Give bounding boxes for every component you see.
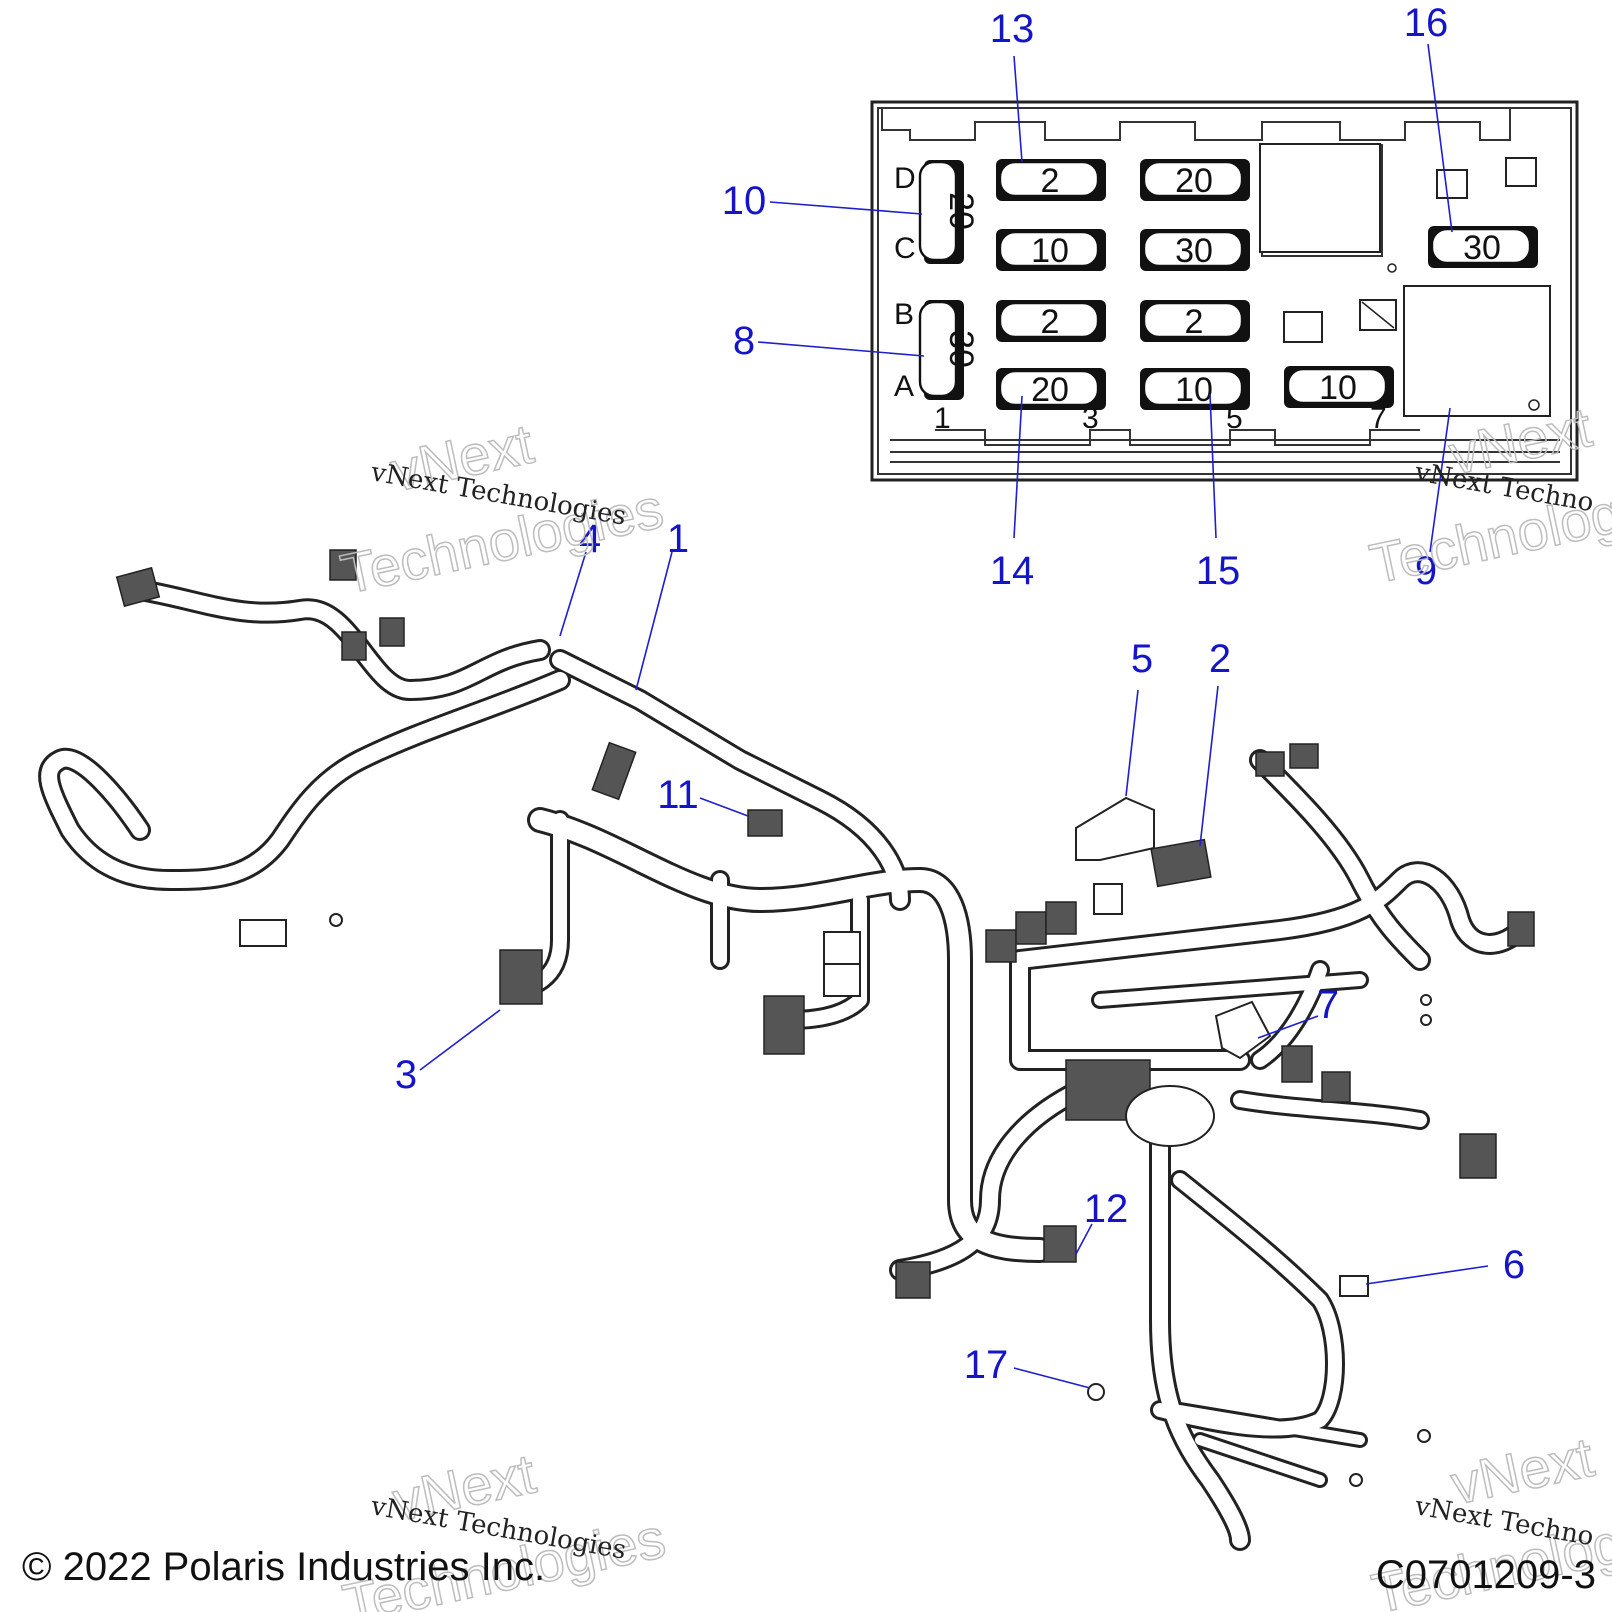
column-number-3: 3 — [1082, 402, 1099, 435]
connector-far-right — [1507, 911, 1535, 947]
connector-top-mid — [329, 549, 357, 581]
connector-12 — [1043, 1225, 1077, 1263]
connector-right-a — [1255, 751, 1285, 777]
fuse-c9: 30 — [1428, 226, 1538, 268]
connector-right-d — [1321, 1071, 1351, 1103]
square-socket-1 — [1436, 169, 1468, 199]
column-number-7: 7 — [1370, 402, 1387, 435]
fuse-side-ab-label: 30 — [942, 330, 980, 368]
relay-lower — [1403, 285, 1551, 417]
fuse-b5-label: 2 — [1185, 303, 1204, 341]
harness-main — [38, 549, 1535, 1551]
diagnostic-connector — [591, 741, 637, 801]
row-label-c: C — [894, 232, 916, 265]
row-label-d: D — [894, 162, 916, 195]
fuse-b3: 2 — [996, 300, 1106, 342]
connector-right-b — [1289, 743, 1319, 769]
fuse-c5: 30 — [1140, 229, 1250, 271]
copyright-text: © 2022 Polaris Industries Inc. — [22, 1545, 545, 1589]
fuse-label-decal — [1150, 838, 1212, 888]
fuse-d5: 20 — [1140, 159, 1250, 201]
callout-13: 13 — [990, 7, 1035, 51]
callout-6: 6 — [1503, 1243, 1525, 1287]
ring-terminal-1 — [329, 913, 343, 927]
relay-7 — [1214, 1000, 1272, 1060]
callout-17: 17 — [964, 1343, 1009, 1387]
callout-10: 10 — [722, 179, 767, 223]
ground-bracket-left — [239, 919, 287, 947]
fuse-box-cover — [1075, 796, 1155, 861]
relay-upper — [1259, 143, 1397, 273]
fuse-c9-label: 30 — [1463, 229, 1501, 267]
diagram-code: C0701209-3 — [1376, 1553, 1596, 1597]
relay-connector-11 — [747, 809, 783, 837]
fuse-side-cd: 20 — [918, 160, 980, 264]
clip-17 — [1087, 1383, 1105, 1401]
fuse-d3: 2 — [996, 159, 1106, 201]
callout-8: 8 — [733, 319, 755, 363]
connector-6 — [1339, 1275, 1369, 1297]
column-number-1: 1 — [934, 402, 951, 435]
callout-5: 5 — [1131, 637, 1153, 681]
ring-terminal-4 — [1420, 994, 1432, 1006]
fuse-side-ab: 30 — [918, 300, 980, 400]
connector-plug-b — [379, 617, 405, 647]
fuse-c5-label: 30 — [1175, 232, 1213, 270]
callout-14: 14 — [990, 549, 1035, 593]
ring-terminal-5 — [1420, 1014, 1432, 1026]
callout-16: 16 — [1404, 1, 1449, 45]
row-label-a: A — [894, 370, 914, 403]
fuse-d3-label: 2 — [1041, 162, 1060, 200]
connector-mid-b — [823, 963, 861, 997]
connector-plug-top — [1093, 883, 1123, 915]
square-socket-2 — [1505, 157, 1537, 187]
ring-terminal-2 — [1417, 1429, 1431, 1443]
fuse-side-cd-label: 20 — [942, 192, 980, 230]
connector-cluster-1 — [985, 929, 1017, 963]
fuse-a3-label: 20 — [1031, 371, 1069, 409]
callout-12: 12 — [1084, 1187, 1129, 1231]
fuse-c3-label: 10 — [1031, 232, 1069, 270]
connector-cluster-2 — [1015, 911, 1047, 945]
fuse-a5: 10 — [1140, 368, 1250, 410]
callout-9: 9 — [1415, 549, 1437, 593]
fuse-b5: 2 — [1140, 300, 1250, 342]
fuse-box: D C B A 1 3 5 7 20 30 2 20 — [870, 100, 1579, 482]
fuse-a3: 20 — [996, 368, 1106, 410]
callout-1: 1 — [667, 517, 689, 561]
multi-pin-connector — [763, 995, 805, 1055]
row-label-b: B — [894, 298, 914, 331]
connector-right-c — [1281, 1045, 1313, 1083]
ecu-connector — [499, 949, 543, 1005]
connector-right-e — [1459, 1133, 1497, 1179]
connector-mid-a — [823, 931, 861, 965]
callout-leaders — [419, 43, 1489, 1389]
connector-bottom-left — [895, 1261, 931, 1299]
fuse-a7: 10 — [1284, 366, 1394, 408]
grommet — [1125, 1085, 1215, 1147]
connector-plug-a — [341, 631, 367, 661]
callout-2: 2 — [1209, 637, 1231, 681]
fuse-c3: 10 — [996, 229, 1106, 271]
callout-labels: 13 16 10 8 14 15 9 4 1 5 2 11 3 7 12 6 1… — [395, 1, 1525, 1387]
fuse-b3-label: 2 — [1041, 303, 1060, 341]
callout-7: 7 — [1317, 983, 1339, 1027]
fuse-a7-label: 10 — [1319, 369, 1357, 407]
callout-3: 3 — [395, 1053, 417, 1097]
fuse-a5-label: 10 — [1175, 371, 1213, 409]
fuse-d5-label: 20 — [1175, 162, 1213, 200]
callout-11: 11 — [657, 773, 699, 817]
connector-cluster-3 — [1045, 901, 1077, 935]
callout-4: 4 — [579, 517, 601, 561]
column-number-5: 5 — [1226, 402, 1243, 435]
square-socket-3 — [1283, 311, 1323, 343]
ring-terminal-3 — [1349, 1473, 1363, 1487]
callout-15: 15 — [1196, 549, 1241, 593]
connector-top-left — [115, 566, 161, 608]
